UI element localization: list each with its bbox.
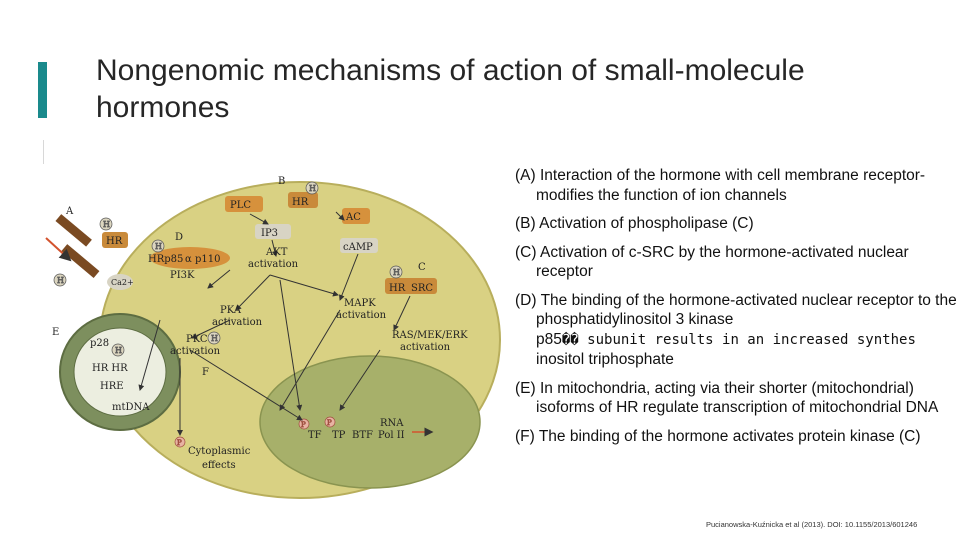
hormone-markers: H H H H H H H (53, 181, 403, 357)
svg-text:A: A (65, 206, 74, 217)
svg-text:C: C (418, 262, 426, 273)
svg-text:HRp85: HRp85 (148, 254, 183, 265)
svg-text:SRC: SRC (411, 283, 433, 294)
svg-text:p110: p110 (195, 254, 221, 265)
camp-box (340, 238, 378, 253)
svg-text:Ca2+: Ca2+ (111, 278, 134, 287)
svg-text:HRE: HRE (100, 381, 124, 392)
svg-text:IP3: IP3 (261, 228, 278, 239)
svg-text:HR: HR (292, 197, 309, 208)
hormone-label: H (115, 346, 122, 355)
bullet-d: (D) The binding of the hormone-activated… (515, 291, 957, 369)
bullet-e: (E) In mitochondria, acting via their sh… (515, 379, 939, 417)
svg-text:activation: activation (400, 342, 451, 353)
bullet-b: (B) Activation of phospholipase (C) (515, 215, 754, 232)
plc-box (225, 196, 263, 212)
svg-text:Pol II: Pol II (378, 430, 405, 441)
bullet-c: (C) Activation of c-SRC by the hormone-a… (515, 243, 914, 281)
svg-text:activation: activation (336, 310, 387, 321)
hormone-label: H (103, 220, 110, 229)
svg-text:D: D (175, 232, 183, 243)
hr-a-box (102, 232, 128, 248)
svg-text:MAPK: MAPK (344, 298, 376, 309)
svg-text:E: E (52, 327, 59, 338)
svg-text:α: α (185, 254, 192, 265)
svg-text:activation: activation (170, 346, 221, 357)
signal-arrows (138, 211, 411, 436)
svg-text:effects: effects (202, 460, 236, 471)
hr-src-box (385, 278, 437, 294)
hormone-label: H (57, 276, 64, 285)
svg-text:RAS/MEK/ERK: RAS/MEK/ERK (392, 330, 468, 341)
mechanism-list: (A) Interaction of the hormone with cell… (515, 166, 960, 455)
ac-box (342, 208, 370, 224)
accent-bar (38, 62, 47, 118)
svg-text:Cytoplasmic: Cytoplasmic (188, 446, 251, 457)
hormone-label: H (309, 184, 316, 193)
bullet-a: (A) Interaction of the hormone with cell… (515, 167, 930, 204)
phosphate-markers: P P P (174, 416, 336, 448)
hormone-label: H (211, 334, 218, 343)
svg-text:HR HR: HR HR (92, 363, 128, 374)
ion-channel (55, 214, 92, 247)
svg-text:PKC: PKC (186, 334, 208, 345)
svg-text:PKA: PKA (220, 305, 242, 316)
svg-text:cAMP: cAMP (343, 242, 373, 253)
svg-text:TP: TP (332, 430, 346, 441)
hormone-label: H (155, 242, 162, 251)
svg-text:mtDNA: mtDNA (112, 402, 150, 413)
svg-text:AKT: AKT (265, 247, 288, 258)
phosphate-label: P (301, 421, 306, 429)
svg-text:RNA: RNA (380, 418, 404, 429)
slide-title: Nongenomic mechanisms of action of small… (96, 54, 805, 124)
divider-line (43, 140, 44, 164)
phosphate-label: P (177, 439, 182, 447)
svg-text:activation: activation (212, 317, 263, 328)
bullet-f: (F) The binding of the hormone activates… (515, 427, 921, 445)
svg-text:p28: p28 (90, 338, 109, 349)
svg-text:HR: HR (106, 236, 123, 247)
hr-b-box (288, 192, 318, 208)
svg-text:F: F (202, 367, 209, 378)
ca-ion (107, 274, 133, 290)
ip3-box (255, 224, 291, 239)
citation: Pucianowska-Kuźnicka et al (2013). DOI: … (706, 520, 918, 529)
svg-text:AC: AC (345, 212, 361, 223)
nucleus (259, 355, 481, 489)
svg-text:PLC: PLC (230, 200, 251, 211)
svg-text:B: B (278, 176, 285, 187)
svg-text:PI3K: PI3K (170, 270, 195, 281)
svg-text:HR: HR (389, 283, 406, 294)
hormone-label: H (393, 268, 400, 277)
phosphate-label: P (327, 419, 332, 427)
svg-text:TF: TF (308, 430, 322, 441)
hrp85-complex (150, 247, 230, 269)
svg-text:activation: activation (248, 259, 299, 270)
nongenomic-diagram: H H H H H H H P P P B A D C E F PLC HR AC IP3 cA… (45, 176, 501, 499)
svg-text:BTF: BTF (352, 430, 373, 441)
